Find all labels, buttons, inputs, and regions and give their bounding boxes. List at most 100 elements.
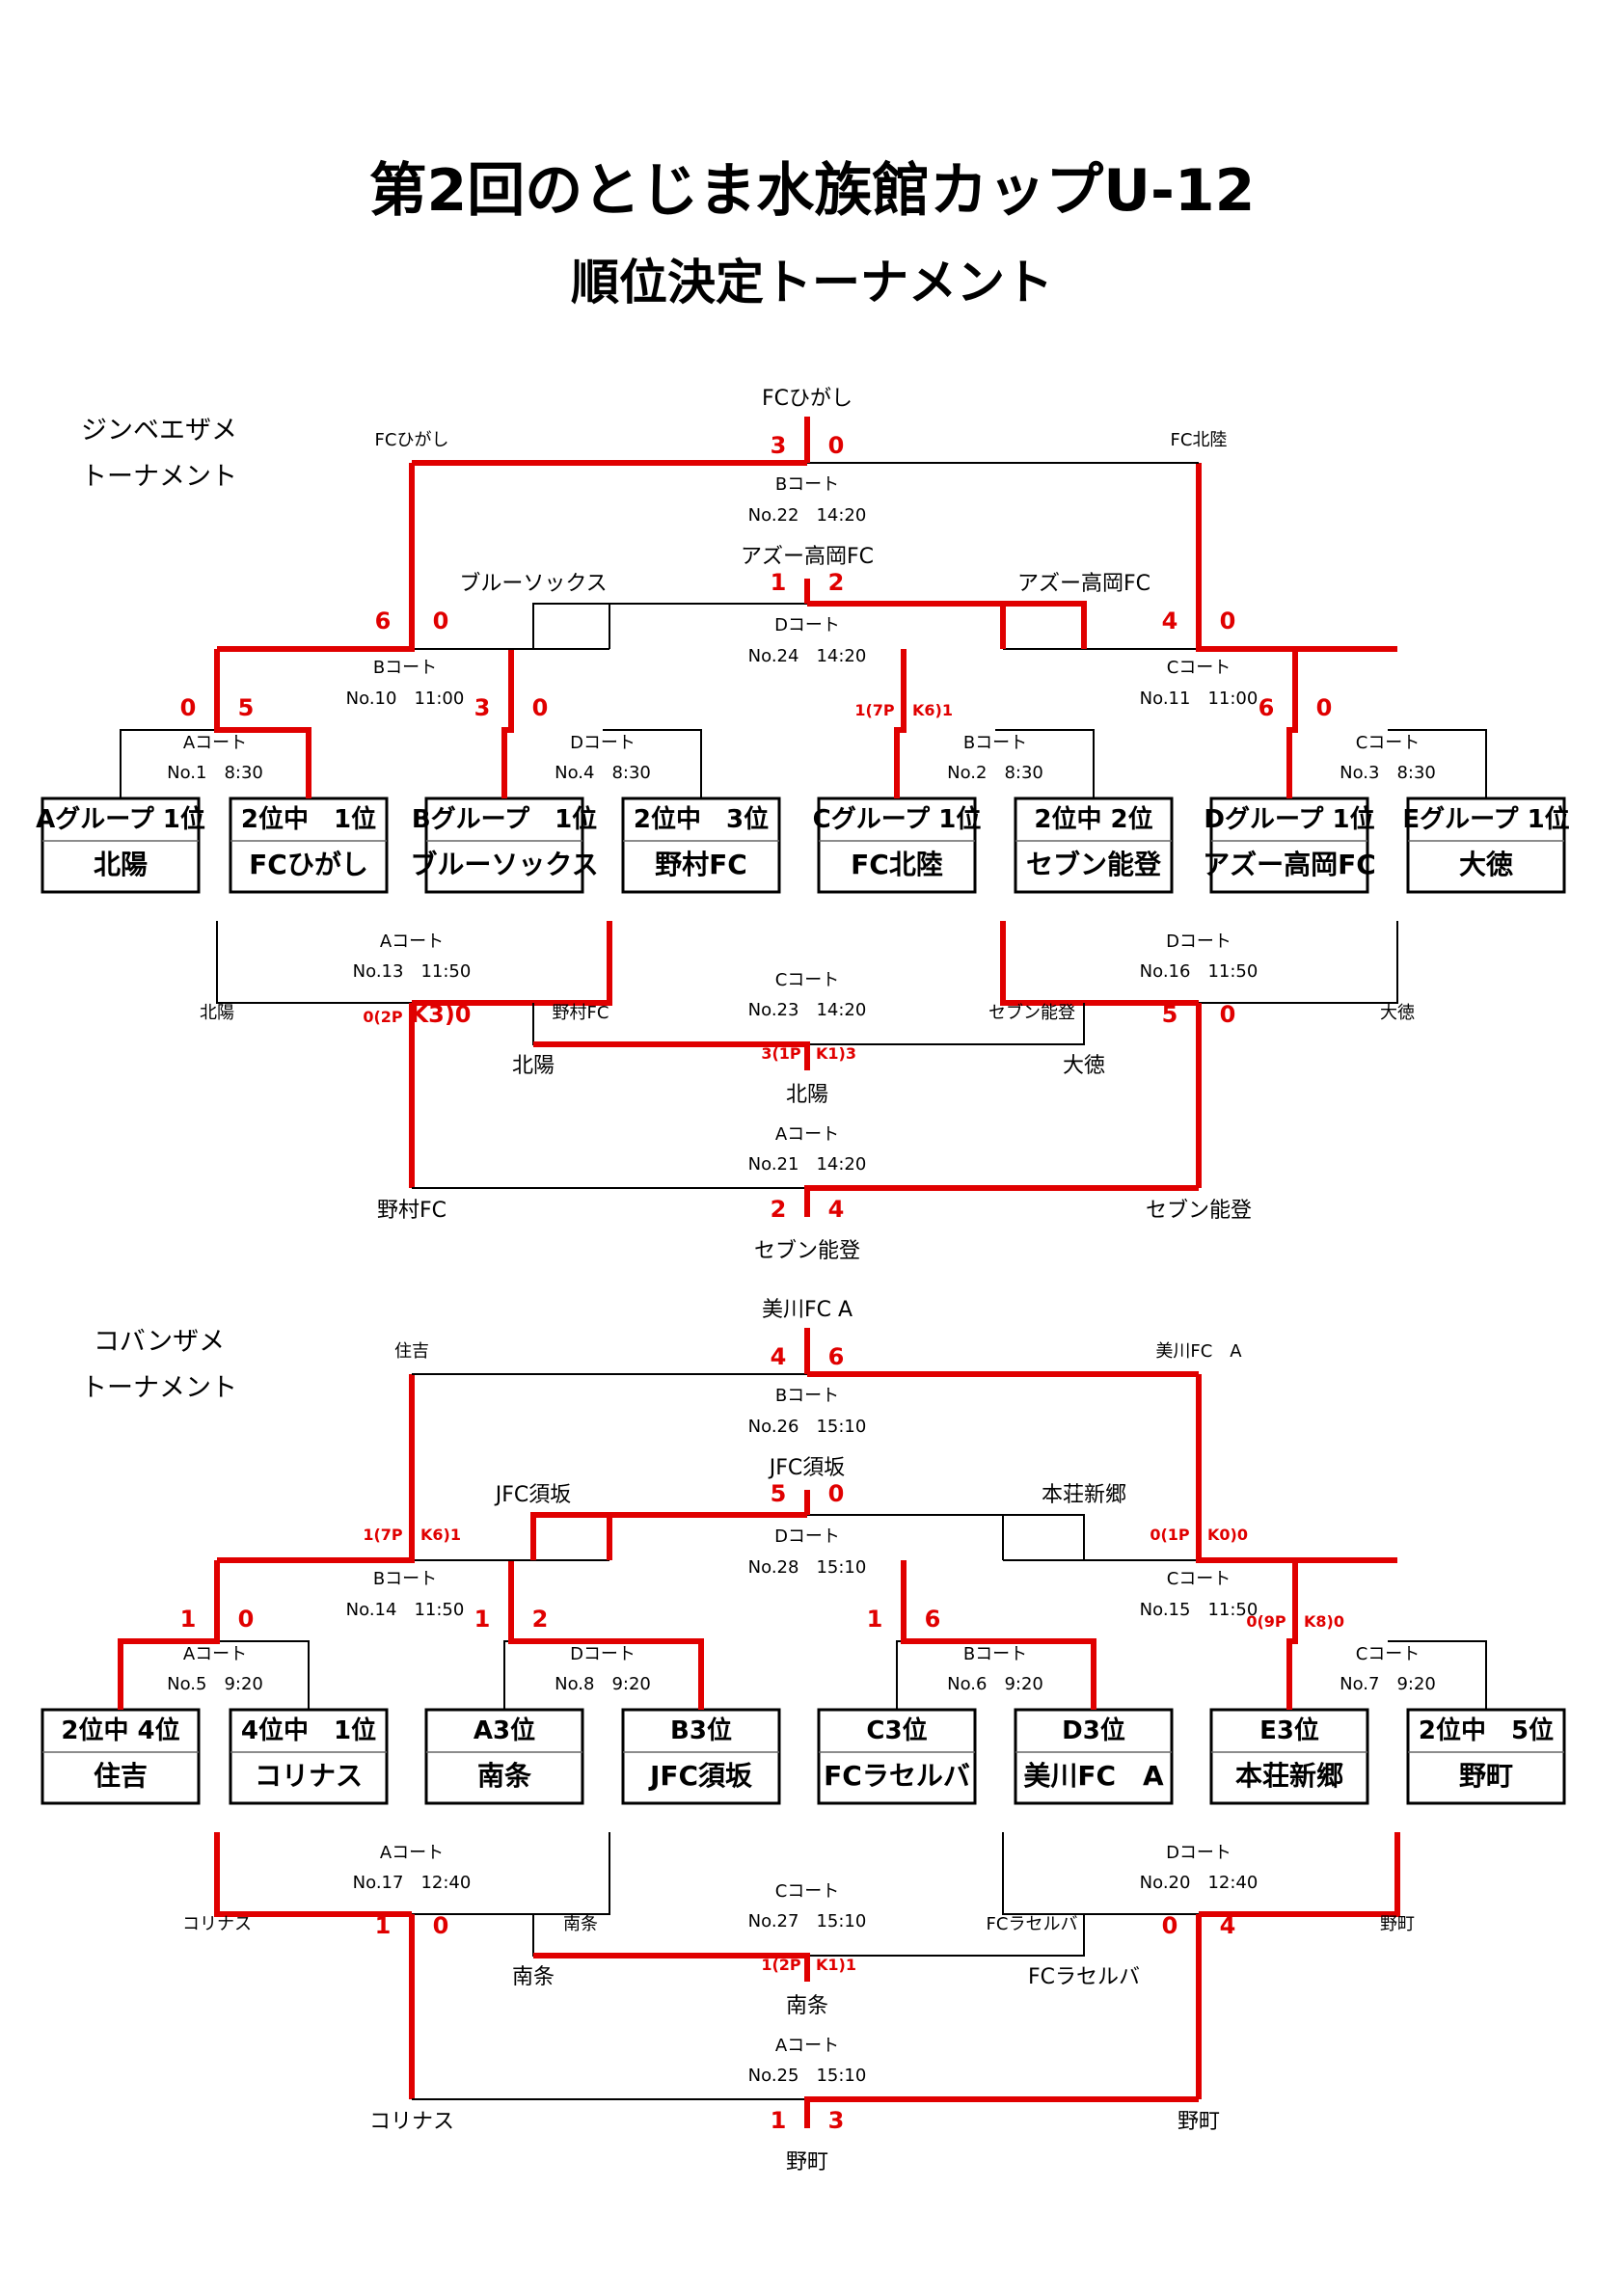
seed-label: E3位 bbox=[1259, 1715, 1319, 1745]
semi-team-left: JFC須坂 bbox=[494, 1483, 572, 1507]
match-number: No.10 11:00 bbox=[346, 689, 465, 709]
match-court: Bコート bbox=[775, 474, 839, 495]
bracket-name-line1: コバンザメ bbox=[94, 1327, 225, 1357]
seed-team: セブン能登 bbox=[1026, 849, 1162, 880]
score-left: 0(9P bbox=[1246, 1612, 1286, 1631]
seed-box bbox=[1209, 1708, 1369, 1805]
match-court: Bコート bbox=[373, 1569, 437, 1589]
page-title: 第2回のとじま水族館カップU-12 bbox=[369, 157, 1256, 225]
score-right: K0)0 bbox=[1207, 1526, 1248, 1544]
winner-path bbox=[214, 1832, 412, 1917]
score-left: 1(2P bbox=[761, 1956, 801, 1974]
match-court: Aコート bbox=[775, 2036, 839, 2056]
match-number: No.1 8:30 bbox=[167, 763, 263, 783]
match-number: No.8 9:20 bbox=[555, 1674, 651, 1694]
bracket-name-line2: トーナメント bbox=[81, 1373, 237, 1403]
match-number: No.20 12:40 bbox=[1140, 1873, 1259, 1893]
score-left: 4 bbox=[1162, 608, 1178, 635]
bracket-line bbox=[995, 729, 1095, 798]
bracket-line bbox=[1388, 1640, 1487, 1710]
bracket-line bbox=[1388, 729, 1487, 798]
champion: FCひがし bbox=[762, 387, 853, 411]
match-court: Aコート bbox=[775, 1124, 839, 1145]
match-court: Dコート bbox=[774, 615, 840, 635]
match-number: No.25 15:10 bbox=[748, 2066, 867, 2086]
score-right: K6)1 bbox=[912, 701, 953, 719]
match-court: Aコート bbox=[183, 1644, 247, 1664]
match-number: No.24 14:20 bbox=[748, 646, 867, 666]
match-number: No.2 8:30 bbox=[947, 763, 1043, 783]
match-court: Cコート bbox=[775, 970, 840, 990]
match-number: No.11 11:00 bbox=[1140, 689, 1259, 709]
score-left: 3(1P bbox=[761, 1044, 801, 1063]
seed-label: Eグループ 1位 bbox=[1402, 804, 1569, 834]
seed-team: FC北陸 bbox=[851, 849, 943, 880]
team-left: コリナス bbox=[182, 1914, 252, 1934]
match-number: No.17 12:40 bbox=[353, 1873, 472, 1893]
seed-label: 4位中 1位 bbox=[241, 1715, 376, 1745]
seed-label: Dグループ 1位 bbox=[1204, 804, 1374, 834]
match-court: Cコート bbox=[1167, 1569, 1232, 1589]
score-right: K6)1 bbox=[420, 1526, 461, 1544]
match-court: Aコート bbox=[183, 733, 247, 753]
team-left: コリナス bbox=[369, 2110, 454, 2134]
seed-label: B3位 bbox=[670, 1715, 732, 1745]
winner-path bbox=[1286, 649, 1298, 798]
match-number: No.23 14:20 bbox=[748, 1000, 867, 1020]
match-number: No.6 9:20 bbox=[947, 1674, 1043, 1694]
bracket-line bbox=[215, 1640, 310, 1710]
page-subtitle: 順位決定トーナメント bbox=[571, 255, 1053, 311]
winner-path bbox=[412, 921, 612, 1006]
match-court: Cコート bbox=[1167, 658, 1232, 678]
score-right: K1)3 bbox=[816, 1044, 856, 1063]
winner-path bbox=[901, 1560, 1096, 1710]
bracket-name-line1: ジンベエザメ bbox=[81, 416, 237, 446]
seed-box bbox=[1209, 797, 1369, 894]
seed-box bbox=[1014, 1708, 1174, 1805]
seed-label: 2位中 5位 bbox=[1419, 1715, 1554, 1745]
winner-path bbox=[501, 649, 514, 798]
match-court: Bコート bbox=[963, 1644, 1027, 1664]
seed-team: JFC須坂 bbox=[648, 1760, 752, 1792]
semi-winner: アズー高岡FC bbox=[741, 545, 874, 569]
score-right: 2 bbox=[828, 569, 845, 596]
seed-label: Aグループ 1位 bbox=[36, 804, 205, 834]
winner-path bbox=[214, 649, 311, 798]
bracket-line bbox=[120, 729, 215, 798]
score-right: 0 bbox=[433, 608, 449, 635]
score-right: 2 bbox=[532, 1606, 549, 1633]
match-court: Bコート bbox=[963, 733, 1027, 753]
score-left: 3 bbox=[771, 432, 787, 459]
match-court: Dコート bbox=[1166, 932, 1232, 952]
match-court: Aコート bbox=[380, 1843, 444, 1863]
winner-path bbox=[1000, 921, 1199, 1006]
bracket-line bbox=[412, 1832, 610, 1915]
seed-team: 大徳 bbox=[1459, 849, 1513, 880]
team-left: 北陽 bbox=[512, 1054, 555, 1078]
seed-label: 2位中 2位 bbox=[1034, 804, 1152, 834]
champion: 美川FC A bbox=[762, 1298, 853, 1322]
match-number: No.13 11:50 bbox=[353, 961, 472, 982]
bracket-line bbox=[603, 729, 702, 798]
score-left: 0 bbox=[1162, 1912, 1178, 1939]
match-number: No.7 9:20 bbox=[1340, 1674, 1436, 1694]
score-left: 1 bbox=[474, 1606, 491, 1633]
seed-box bbox=[424, 797, 584, 894]
semi-team-right: 本荘新郷 bbox=[1042, 1483, 1126, 1507]
seed-box bbox=[229, 1708, 389, 1805]
score-right: 3 bbox=[828, 2107, 845, 2134]
seed-box bbox=[621, 1708, 781, 1805]
score-right: 6 bbox=[925, 1606, 941, 1633]
semi-path-left bbox=[530, 1512, 612, 1560]
score-left: 1 bbox=[771, 2107, 787, 2134]
match-court: Bコート bbox=[775, 1386, 839, 1406]
team-right: 野町 bbox=[1380, 1914, 1415, 1934]
team-right: 野村FC bbox=[553, 1003, 609, 1023]
seed-box bbox=[1406, 1708, 1566, 1805]
bracket-line bbox=[1002, 1832, 1199, 1915]
semi-team-left: ブルーソックス bbox=[459, 572, 607, 596]
score-right: 6 bbox=[828, 1343, 845, 1370]
seed-box bbox=[621, 797, 781, 894]
score-left: 1(7P bbox=[854, 701, 895, 719]
